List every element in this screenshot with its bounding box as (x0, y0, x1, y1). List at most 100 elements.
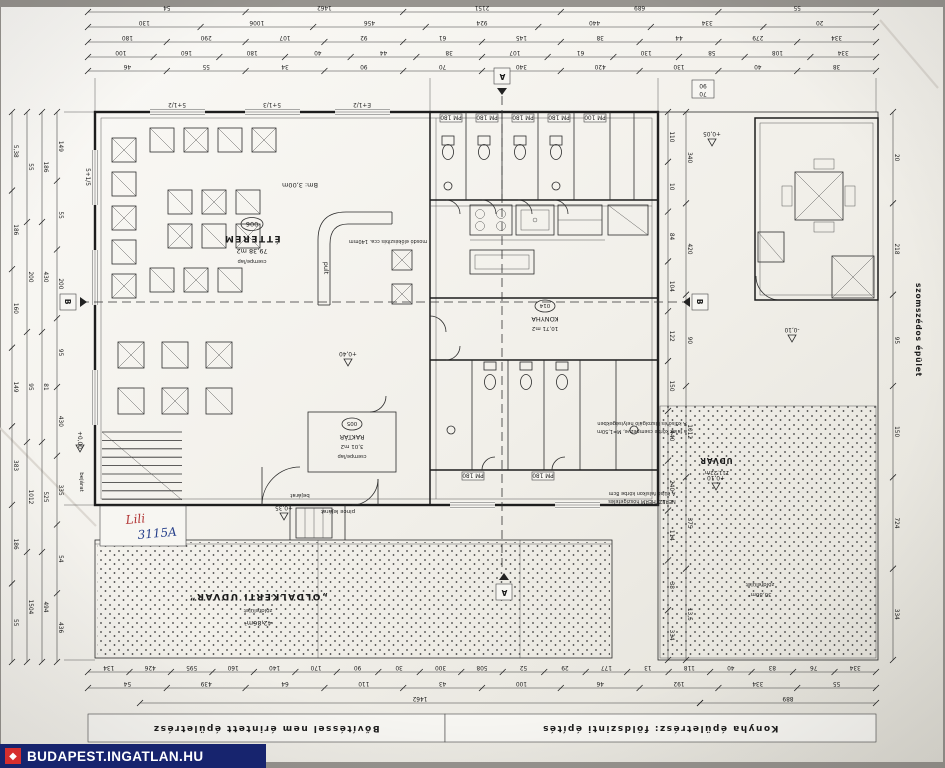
dimension-value: 54 (163, 4, 171, 10)
dimension-value: 279 (752, 34, 763, 40)
dimension-value: 29 (561, 664, 569, 670)
dimension-value: 130 (640, 49, 651, 55)
annotation-note: A külső és kiszolgáló helyiségekben (597, 420, 686, 427)
courtyard-area: 42,86m² (244, 619, 272, 627)
door-label: PM 180 (532, 472, 554, 478)
room-area: 3,01 m2 (341, 443, 364, 449)
greenspace-name: zöldfelület (745, 581, 775, 587)
dimension-value: 340 (686, 152, 692, 163)
window-tag: 5+1/3 (263, 101, 281, 107)
dimension-value: 110 (358, 680, 369, 686)
dimension-value: 177 (601, 664, 612, 670)
room-number: 006 (246, 220, 258, 228)
dimension-value: 300 (435, 664, 446, 670)
level-value: +0,35 (275, 504, 293, 510)
dimension-value: 150 (668, 380, 674, 391)
level-value: -0,10 (784, 326, 799, 332)
dimension-value: 160 (12, 303, 18, 314)
dimension-value: 108 (772, 49, 783, 55)
dimension-value: 52 (519, 664, 527, 670)
neighbour-label: szomszédos épület (914, 283, 923, 377)
dimension-value: 95 (57, 349, 63, 357)
dimension-value: 1462 (317, 4, 332, 10)
dimension-value: 55 (12, 619, 18, 627)
door-label: PM 180 (462, 472, 484, 478)
level-value: +0,10 (707, 474, 725, 480)
annotation-note: A külső falsíkon körbe 8cm (608, 490, 675, 497)
dimension-value: 30 (395, 664, 403, 670)
level-value: +0,05 (703, 130, 721, 136)
dimension-value: 689 (634, 4, 645, 10)
section-letter: B (695, 299, 704, 306)
dimension-value: 83 (768, 664, 776, 670)
door-label: PM 180 (476, 114, 498, 120)
dimension-value: 107 (279, 34, 290, 40)
room-finish: csempe/lap (238, 258, 267, 264)
dimension-value: 430 (42, 271, 48, 282)
dimension-value: 13 (644, 664, 652, 670)
dimension-value: 508 (476, 664, 487, 670)
dimension-value: 54 (123, 680, 131, 686)
handwritten-note: Lili 3115A (99, 505, 187, 547)
room-area: 79,38 m2 (236, 247, 267, 255)
section-letter: B (63, 299, 72, 306)
sink-annotation: mosdó előkészítés cca. 140mm (349, 238, 428, 245)
dimension-value: 100 (516, 680, 527, 686)
dimension-value: 130 (673, 63, 684, 69)
dimension-value: 44 (380, 49, 388, 55)
dimension-value: 46 (123, 63, 131, 69)
dimension-value: 218 (893, 243, 899, 254)
dimension-value: 81 (42, 383, 48, 391)
dimension-value: 20 (893, 154, 899, 162)
dimension-value: 383 (12, 460, 18, 471)
annotation-note: a falak körbe csempézve, M=1,50m (597, 428, 687, 435)
dim-box-height: 70 (699, 90, 707, 96)
dimension-value: 1006 (249, 19, 264, 25)
dimension-value: 55 (57, 211, 63, 219)
dimension-value: 61 (577, 49, 585, 55)
dimension-value: 122 (668, 331, 674, 342)
dimension-value: 70 (439, 63, 447, 69)
dimension-value: 130 (138, 19, 149, 25)
room-height-label: Bm: 3,00m (282, 181, 318, 189)
dimension-value: 90 (686, 337, 692, 345)
window-tag: E+1/2 (353, 101, 371, 107)
room-name: RAKTÁR (339, 433, 364, 442)
dimension-value: 110 (668, 131, 674, 142)
dimension-value: 420 (594, 63, 605, 69)
dimension-value: 104 (668, 281, 674, 292)
dimension-value: 38 (445, 49, 453, 55)
dimension-value: 10 (668, 183, 674, 191)
watermark-logo-icon: ◆ (5, 748, 21, 764)
dimension-value: 55 (793, 4, 801, 10)
dimension-value: 92 (360, 34, 368, 40)
dimension-value: 192 (673, 680, 684, 686)
dimension-value: 34 (281, 63, 289, 69)
dimension-value: 724 (893, 517, 899, 528)
caption-boxes: Bővítéssel nem érintett épületrész Konyh… (87, 713, 877, 743)
dimension-value: 149 (57, 141, 63, 152)
dimension-value: 426 (144, 664, 155, 670)
dimension-value: 40 (314, 49, 322, 55)
dimension-value: 334 (831, 34, 842, 40)
dimension-value: 595 (186, 664, 197, 670)
annotation-note: NEREZTHERM hőszigetelés (608, 498, 676, 505)
handwriting-line: Lili (124, 511, 146, 527)
entrance-label: bejárat (289, 492, 309, 499)
dimension-value: 100 (115, 49, 126, 55)
dimension-value: 40 (754, 63, 762, 69)
room-name: ÉTTEREM (223, 233, 280, 245)
dimension-value: 335 (57, 485, 63, 496)
dimension-value: 95 (27, 383, 33, 391)
courtyard-name: „OLDALKERTI UDVAR” (188, 591, 328, 601)
dimension-value: 95 (893, 337, 899, 345)
dimension-value: 58 (708, 49, 716, 55)
room-area: 10,71 m2 (532, 325, 558, 331)
dimension-value: 200 (57, 278, 63, 289)
door-label: PM 180 (548, 114, 570, 120)
greenspace-area: 30,80m² (748, 591, 771, 598)
watermark-brand: BUDAPEST.INGATLAN.HU (27, 748, 204, 764)
dimension-value: 43 (439, 680, 447, 686)
dimension-value: 118 (684, 664, 695, 670)
